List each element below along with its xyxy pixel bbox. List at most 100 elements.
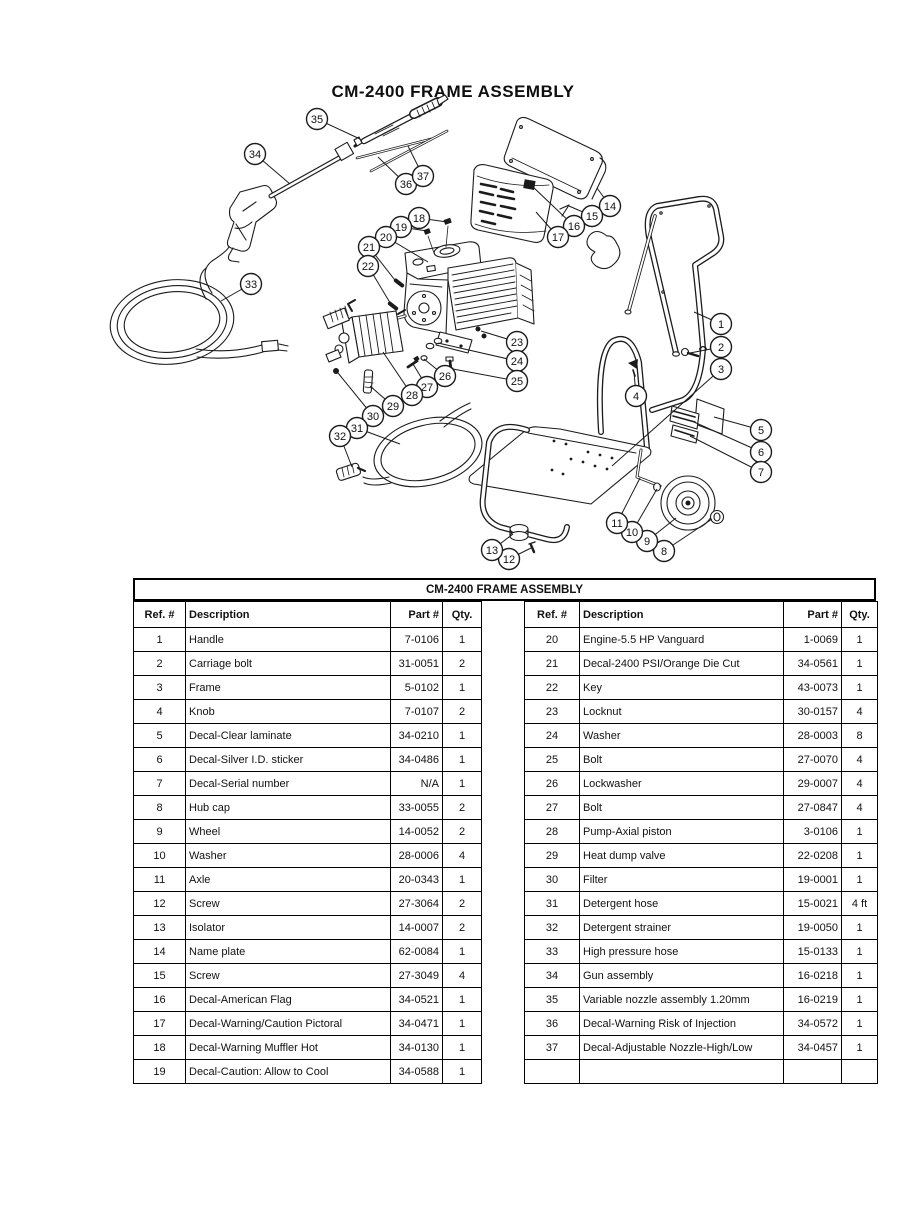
callout-number-15: 15 [586,211,598,223]
table-cell: Decal-Warning Muffler Hot [185,1035,391,1060]
table-cell: Variable nozzle assembly 1.20mm [579,987,784,1012]
callout-13 [480,538,504,562]
callout-leader-7 [689,435,762,473]
callout-18 [407,206,431,230]
gun-hook-art [586,214,657,315]
table-cell [524,1059,580,1084]
callout-number-14: 14 [604,201,616,213]
callout-34 [243,142,267,166]
table-cell [783,1059,842,1084]
table-cell: 1 [841,987,878,1012]
table-cell: 2 [442,699,482,724]
table-cell: 15-0021 [783,891,842,916]
table-cell: High pressure hose [579,939,784,964]
callout-number-33: 33 [245,279,257,291]
table-cell: 33-0055 [390,795,443,820]
decal-rod-art [355,129,449,173]
table-cell: Decal-Caution: Allow to Cool [185,1059,391,1084]
exploded-view-diagram: 1234567891011121314151617181920212223242… [109,94,773,571]
table-cell: 1 [442,675,482,700]
callout-29 [381,394,405,418]
table-cell: 1 [442,627,482,652]
table-cell: Gun assembly [579,963,784,988]
table-cell: 14 [133,939,186,964]
table-cell: 16 [133,987,186,1012]
callout-number-4: 4 [633,391,639,403]
filter-art [333,368,339,374]
table-cell: 2 [442,915,482,940]
table-cell: 31-0051 [390,651,443,676]
callout-20 [374,225,398,249]
table-cell: 30-0157 [783,699,842,724]
table-cell: 13 [133,915,186,940]
callout-number-34: 34 [249,149,261,161]
column-header-ref: Ref. # [133,601,186,628]
table-cell: 34-0210 [390,723,443,748]
warning-decal-art [470,164,570,243]
wand-art [268,140,363,199]
table-cell: 34-0561 [783,651,842,676]
engine-art [381,241,535,354]
column-header-desc: Description [185,601,391,628]
table-cell: 19-0050 [783,915,842,940]
table-cell: 1 [841,843,878,868]
table-cell: 3 [133,675,186,700]
table-cell: 25 [524,747,580,772]
table-cell: 11 [133,867,186,892]
callout-25 [505,369,529,393]
table-cell: 8 [133,795,186,820]
table-cell: Decal-American Flag [185,987,391,1012]
callout-16 [562,214,586,238]
callout-number-32: 32 [334,431,346,443]
callout-number-5: 5 [758,425,764,437]
table-cell: 27-0847 [783,795,842,820]
table-cell: 7 [133,771,186,796]
table-cell: Locknut [579,699,784,724]
callout-number-23: 23 [511,337,523,349]
callout-number-28: 28 [406,390,418,402]
table-cell: 27-3064 [390,891,443,916]
table-cell: Decal-Warning Risk of Injection [579,1011,784,1036]
callout-35 [305,107,329,131]
table-cell: Decal-Clear laminate [185,723,391,748]
table-cell: Decal-Serial number [185,771,391,796]
table-cell: 14-0052 [390,819,443,844]
callout-number-24: 24 [511,356,523,368]
column-header-desc: Description [579,601,784,628]
table-cell: Pump-Axial piston [579,819,784,844]
callout-number-8: 8 [661,546,667,558]
table-cell [841,1059,878,1084]
callout-number-10: 10 [626,527,638,539]
table-cell: 9 [133,819,186,844]
table-cell: 1-0069 [783,627,842,652]
table-cell: 1 [133,627,186,652]
callout-28 [400,383,424,407]
callout-30 [361,404,385,428]
gun-art [226,184,278,263]
table-cell: 1 [442,1035,482,1060]
table-cell: 22-0208 [783,843,842,868]
callout-number-19: 19 [395,222,407,234]
callout-number-22: 22 [362,261,374,273]
table-cell: 1 [841,1035,878,1060]
callout-14 [598,194,622,218]
table-cell: 30 [524,867,580,892]
table-cell: 26 [524,771,580,796]
callout-number-35: 35 [311,114,323,126]
table-cell: 1 [841,627,878,652]
